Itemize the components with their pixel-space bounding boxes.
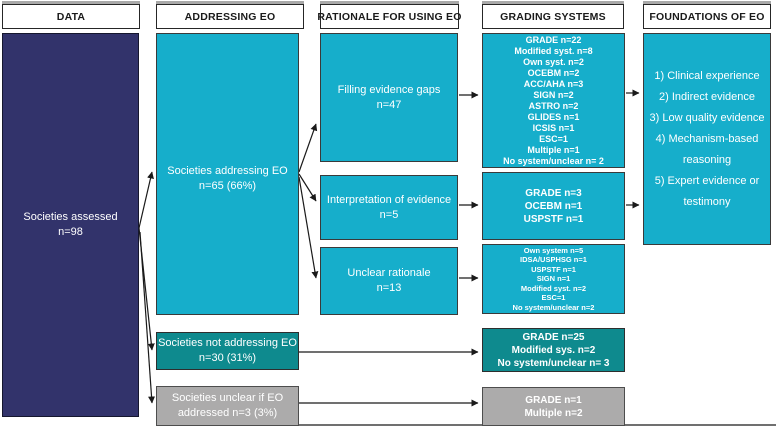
node-label: Societies assessed n=98 [23, 211, 118, 238]
node-label: GRADE n=22 Modified syst. n=8 Own syst. … [503, 34, 604, 166]
node-grading-unclear-rationale: Own system n=5 IDSA/USPHSG n=1 USPSTF n=… [482, 244, 625, 314]
column-header-addressing-eo: ADDRESSING EO [156, 4, 304, 29]
node-unclear-rationale: Unclear rationale n=13 [320, 247, 458, 315]
node-label: GRADE n=25 Modified sys. n=2 No system/u… [497, 331, 610, 369]
node-label: Interpretation of evidence n=5 [326, 193, 452, 221]
connector-assessed-to-not-addressing [138, 227, 155, 351]
node-grading-filling-gaps: GRADE n=22 Modified syst. n=8 Own syst. … [482, 33, 625, 168]
node-foundations-of-eo: 1) Clinical experience 2) Indirect evide… [643, 33, 771, 245]
node-label: Societies addressing EO n=65 (66%) [167, 165, 288, 192]
node-label: Societies unclear if EO addressed n=3 (3… [171, 392, 284, 419]
column-header-rationale: RATIONALE FOR USING EO [317, 4, 461, 29]
node-grading-not-addressing: GRADE n=25 Modified sys. n=2 No system/u… [482, 328, 625, 372]
node-label: Filling evidence gaps n=47 [337, 83, 441, 111]
connector-assessed-to-addressing [138, 171, 154, 229]
connector-addressing-to-interpretation [298, 173, 317, 202]
node-label: Own system n=5 IDSA/USPHSG n=1 USPSTF n=… [512, 246, 595, 312]
column-header-data: DATA [2, 4, 140, 29]
connector-addressing-to-unclear-rationale [298, 176, 319, 279]
node-societies-not-addressing-eo: Societies not addressing EO n=30 (31%) [156, 332, 299, 370]
node-filling-evidence-gaps: Filling evidence gaps n=47 [320, 33, 458, 162]
node-societies-addressing-eo: Societies addressing EO n=65 (66%) [156, 33, 299, 315]
node-grading-unclear-societies: GRADE n=1 Multiple n=2 [482, 387, 625, 426]
column-header-foundations: FOUNDATIONS OF EO [643, 4, 771, 29]
column-header-grading-systems: GRADING SYSTEMS [482, 4, 624, 29]
node-interpretation-of-evidence: Interpretation of evidence n=5 [320, 175, 458, 240]
node-label: Unclear rationale n=13 [347, 267, 431, 294]
node-societies-unclear: Societies unclear if EO addressed n=3 (3… [156, 386, 299, 426]
node-label: 1) Clinical experience 2) Indirect evide… [649, 69, 765, 208]
node-label: GRADE n=1 Multiple n=2 [524, 394, 583, 419]
node-grading-interpretation: GRADE n=3 OCEBM n=1 USPSTF n=1 [482, 172, 625, 240]
connector-assessed-to-unclear [139, 231, 156, 404]
node-societies-assessed: Societies assessed n=98 [2, 33, 139, 417]
node-label: GRADE n=3 OCEBM n=1 USPSTF n=1 [523, 187, 584, 225]
node-label: Societies not addressing EO n=30 (31%) [158, 337, 297, 364]
connector-addressing-to-filling [298, 123, 318, 173]
